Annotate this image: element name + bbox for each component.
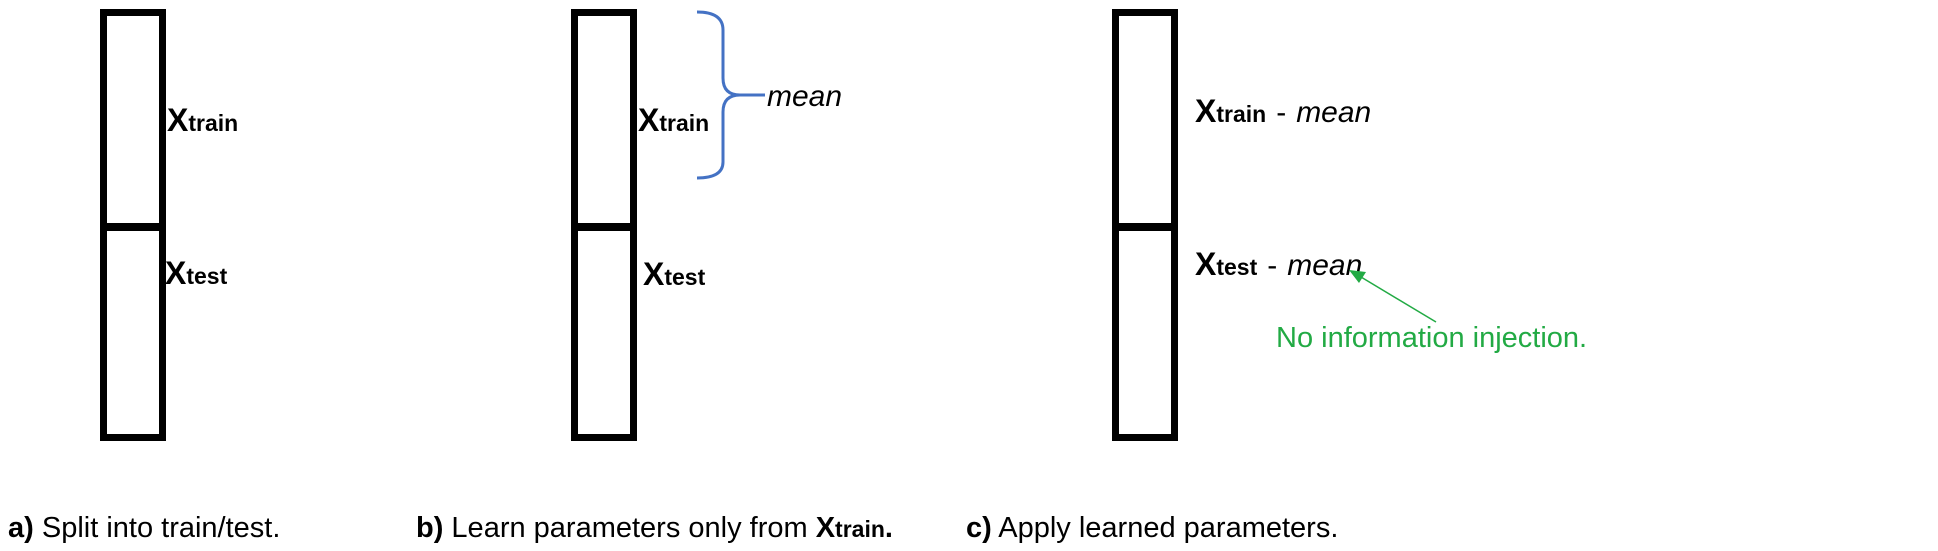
caption-b: b) Learn parameters only from Xtrain. [416, 512, 893, 544]
data-column [571, 9, 637, 441]
data-column [1112, 9, 1178, 441]
caption-a: a) Split into train/test. [8, 512, 281, 544]
train-test-divider [1119, 223, 1171, 231]
curly-brace-icon [696, 10, 765, 180]
x-train-minus-mean: Xtrain-mean [1195, 93, 1372, 129]
x-test-label: Xtest [165, 255, 228, 291]
data-column [100, 9, 166, 441]
x-test-label: Xtest [643, 256, 706, 292]
arrow-line [1360, 276, 1437, 323]
arrow-head-icon [1349, 270, 1366, 283]
x-test-minus-mean: Xtest-mean [1195, 246, 1363, 282]
no-information-injection-note: No information injection. [1276, 322, 1588, 354]
train-test-divider [107, 223, 159, 231]
train-test-divider [578, 223, 630, 231]
caption-c: c) Apply learned parameters. [966, 512, 1339, 544]
x-train-label: Xtrain [167, 102, 239, 138]
x-train-label: Xtrain [638, 102, 710, 138]
mean-label: mean [767, 80, 843, 113]
